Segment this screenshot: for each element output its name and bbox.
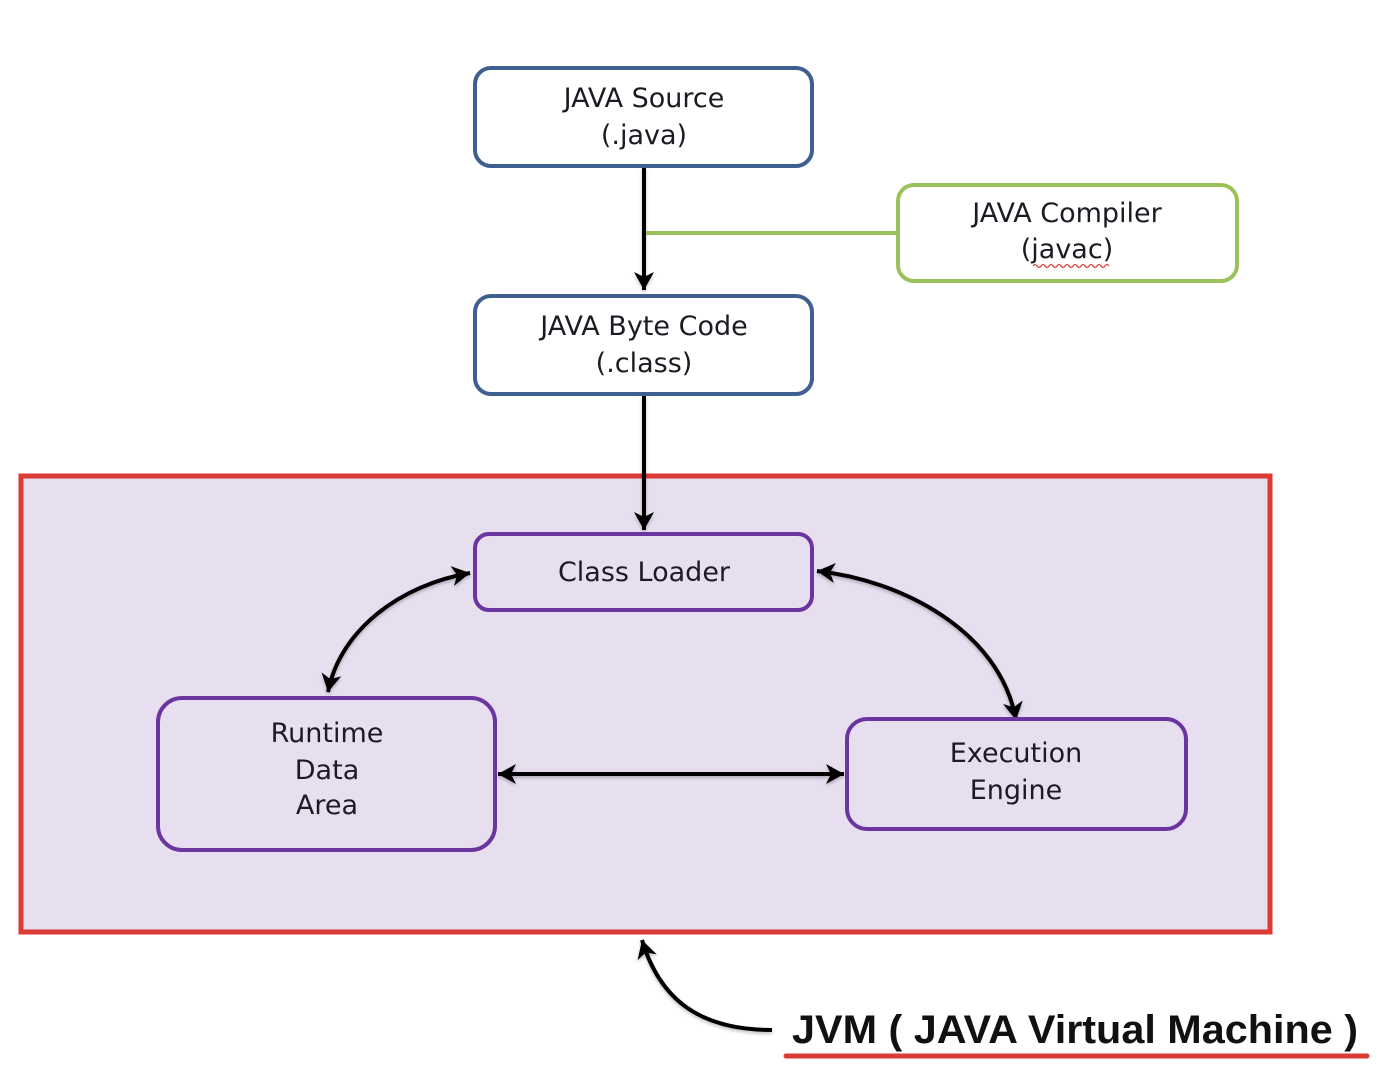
java-compiler-node[interactable]: JAVA Compiler (javac) — [896, 183, 1239, 283]
spellcheck-squiggle — [1032, 263, 1110, 269]
execution-engine-line2: Engine — [970, 775, 1063, 806]
java-source-ext: (.java) — [601, 120, 687, 151]
java-source-node[interactable]: JAVA Source (.java) — [473, 66, 814, 168]
byte-code-node[interactable]: JAVA Byte Code (.class) — [473, 294, 814, 396]
jvm-label: JVM ( JAVA Virtual Machine ) — [792, 1008, 1358, 1052]
runtime-data-area-node[interactable]: Runtime Data Area — [156, 696, 497, 852]
execution-engine-line1: Execution — [950, 738, 1083, 769]
byte-code-ext: (.class) — [596, 348, 693, 379]
runtime-data-area-line1: Runtime — [271, 718, 384, 749]
class-loader-node[interactable]: Class Loader — [473, 532, 814, 612]
classloader-runtime-arrow — [321, 566, 471, 693]
runtime-data-area-line3: Area — [296, 790, 358, 821]
class-loader-title: Class Loader — [558, 557, 731, 588]
edges — [321, 167, 1023, 1032]
classloader-engine-arrow — [816, 563, 1023, 721]
runtime-data-area-line2: Data — [295, 755, 359, 786]
jvm-label-pointer-arrow — [637, 939, 773, 1032]
execution-engine-node[interactable]: Execution Engine — [845, 717, 1188, 831]
java-compiler-title: JAVA Compiler — [970, 198, 1162, 229]
java-compiler-cmd: (javac) — [1021, 234, 1113, 265]
java-source-title: JAVA Source — [562, 83, 725, 114]
byte-code-title: JAVA Byte Code — [538, 311, 747, 342]
